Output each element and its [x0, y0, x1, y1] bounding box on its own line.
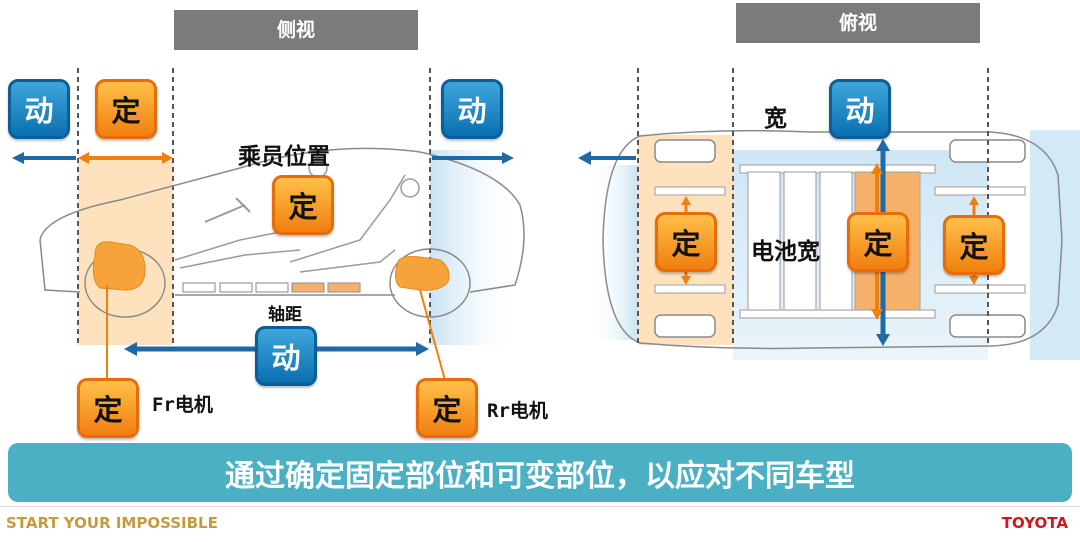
fr-motor-label: Fr电机 [152, 394, 213, 416]
top-view-header: 俯视 [736, 3, 980, 43]
front-motor-shape [92, 241, 146, 291]
front-fixed-arrow [78, 152, 173, 164]
top-wheels [654, 139, 1026, 338]
front-fixed-badge: 定 [95, 79, 157, 139]
rr-motor-leader [419, 289, 446, 381]
top-left-arrow [578, 151, 636, 165]
rear-overhang-variable-badge: 动 [441, 79, 503, 139]
rr-motor-label: Rr电机 [487, 400, 548, 422]
footer-slogan: START YOUR IMPOSSIBLE [6, 514, 218, 532]
fr-motor-fixed-badge: 定 [77, 378, 139, 438]
wheelbase-label: 轴距 [268, 305, 302, 325]
top-rear-variable-zone [1030, 130, 1080, 360]
brand-logo: TOYOTA [1001, 514, 1068, 532]
battery-width-label: 电池宽 [751, 239, 820, 265]
top-guide-lines [637, 68, 989, 345]
side-battery-cells [182, 282, 361, 293]
width-label: 宽 [764, 106, 787, 132]
side-view-header: 侧视 [174, 10, 418, 50]
wheelbase-variable-badge: 动 [255, 326, 317, 386]
side-guide-lines [77, 68, 431, 345]
front-track-fixed-badge: 定 [655, 212, 717, 272]
summary-banner: 通过确定固定部位和可变部位，以应对不同车型 [8, 443, 1072, 502]
front-left-arrow [12, 152, 76, 164]
rear-motor-shape [394, 256, 450, 291]
rear-track-fixed-badge: 定 [943, 215, 1005, 275]
top-axles [654, 186, 1026, 294]
side-car-outline [39, 147, 525, 318]
rr-motor-fixed-badge: 定 [416, 378, 478, 438]
rear-right-arrow [432, 152, 514, 164]
top-car-outline [602, 129, 1063, 350]
battery-fixed-badge: 定 [847, 212, 909, 272]
footer-divider [0, 506, 1080, 507]
passenger-fixed-badge: 定 [272, 175, 334, 235]
rear-variable-zone [430, 150, 525, 345]
width-variable-badge: 动 [829, 79, 891, 139]
passenger-position-label: 乘员位置 [238, 144, 330, 170]
front-overhang-variable-badge: 动 [8, 79, 70, 139]
